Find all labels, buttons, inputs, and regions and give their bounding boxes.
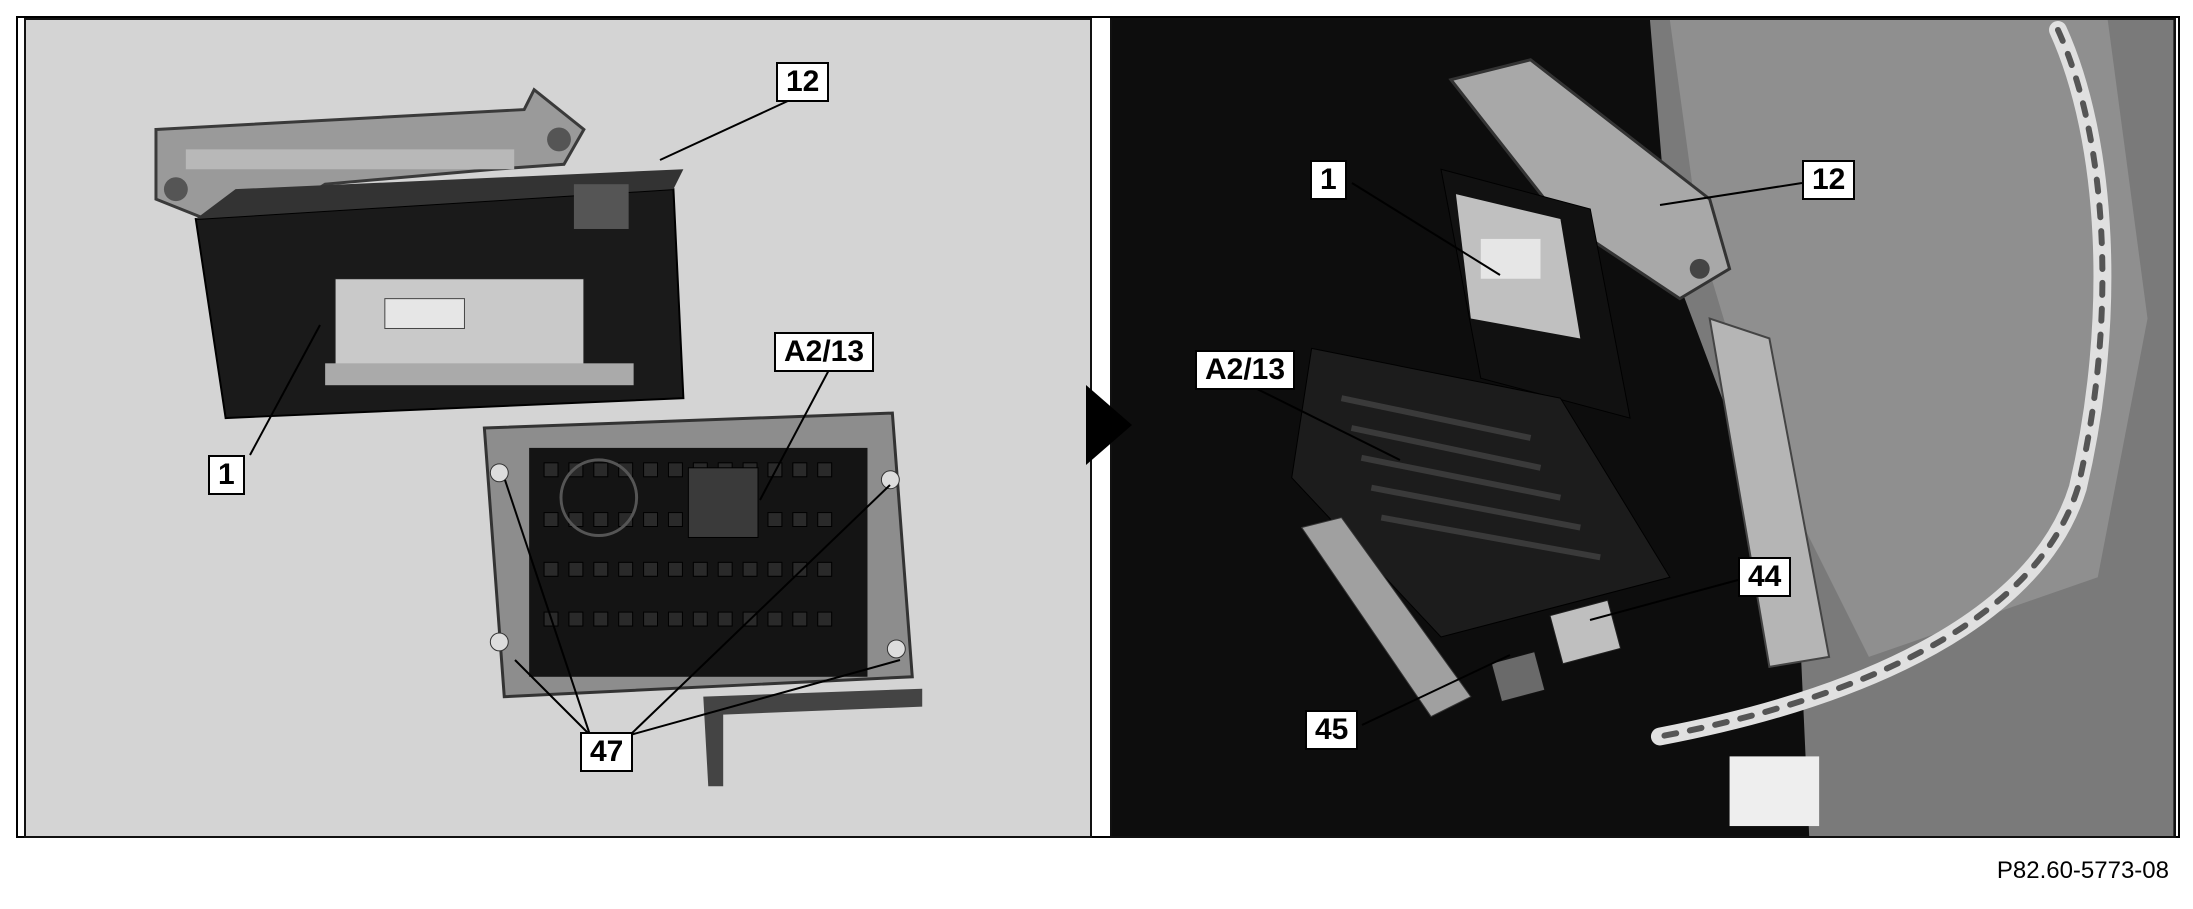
control-unit-1-shape	[194, 169, 685, 420]
callout-12-left: 12	[776, 62, 830, 102]
left-photo-panel	[24, 18, 1092, 838]
callout-12-right: 12	[1802, 160, 1856, 200]
harness-label-shape	[1729, 756, 1820, 827]
callout-a2-13-right: A2/13	[1195, 350, 1296, 390]
callout-45-right: 45	[1305, 710, 1359, 750]
callout-47-left: 47	[580, 732, 634, 772]
callout-a2-13-left: A2/13	[774, 332, 875, 372]
right-photo-panel	[1110, 18, 2176, 838]
transition-arrow-icon	[1086, 385, 1132, 465]
callout-44-right: 44	[1738, 557, 1792, 597]
connector-44-shape	[1549, 599, 1622, 665]
callout-1-right: 1	[1310, 160, 1347, 200]
right-photo-illustration	[1291, 20, 2174, 836]
wiring-harness-shape	[1650, 20, 2112, 746]
mounting-rail-shape	[1708, 317, 1831, 668]
left-photo-illustration	[154, 87, 923, 787]
callout-1-left: 1	[208, 455, 245, 495]
connector-45-shape	[1490, 651, 1546, 703]
bracket-12-shape	[154, 87, 586, 221]
figure-reference: P82.60-5773-08	[1996, 857, 2169, 884]
module-a2-13-shape	[482, 411, 923, 787]
